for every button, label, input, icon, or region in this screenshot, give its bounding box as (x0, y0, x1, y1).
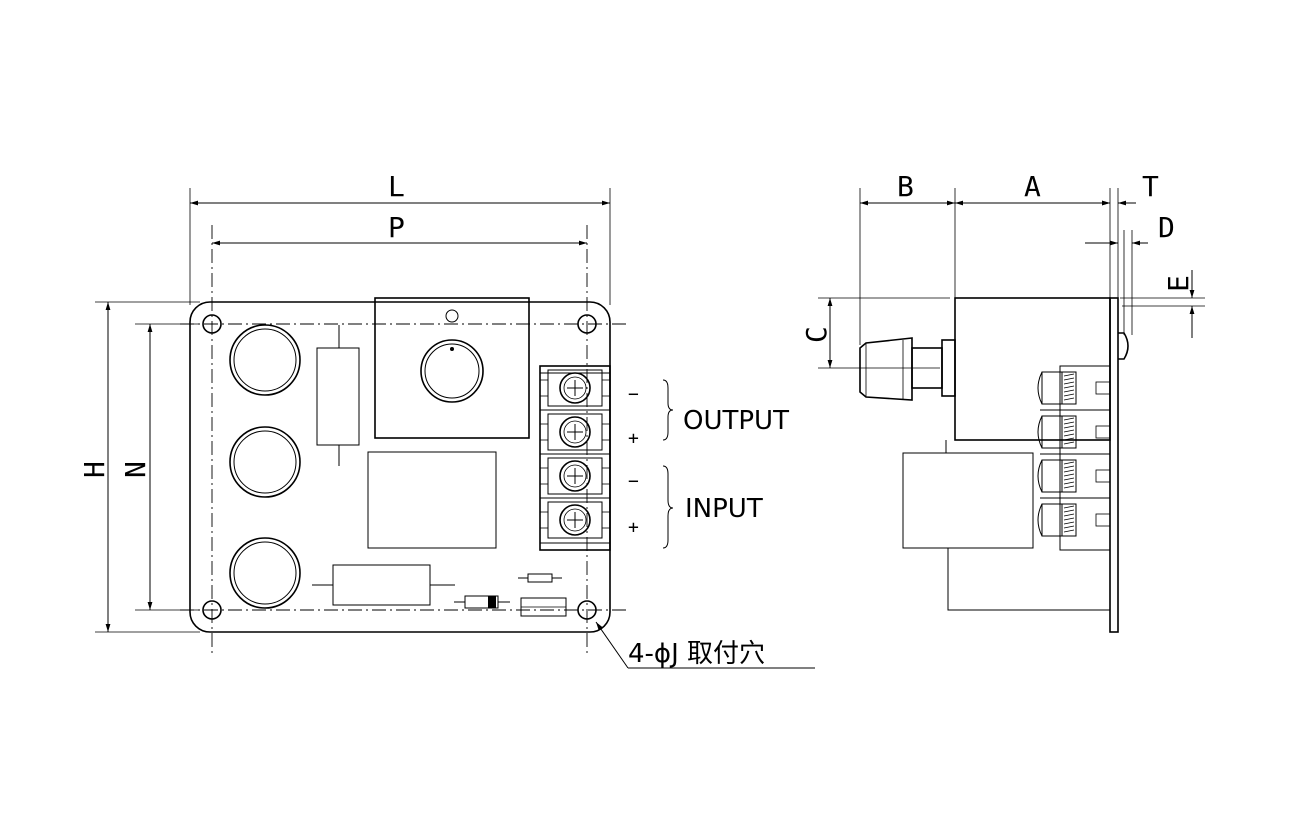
terminal-screw-side (1037, 415, 1111, 449)
dim-label-H: H (78, 461, 111, 478)
base-plate (1109, 297, 1119, 633)
dim-label-N: N (119, 461, 152, 478)
output-brace (662, 379, 674, 441)
resistor-horizontal (312, 564, 455, 606)
component-side (902, 452, 1034, 549)
mounting-hole (202, 600, 222, 620)
mounting-hole-note: 4-ϕJ 取付穴 (628, 639, 765, 669)
input-plus: + (628, 517, 639, 538)
component-block (367, 451, 497, 549)
terminal-screw (540, 369, 610, 407)
dim-label-D: D (1158, 211, 1175, 244)
pot-bushing (941, 339, 956, 397)
terminal-screw (540, 501, 610, 539)
knob-side (859, 337, 913, 401)
potentiometer-knob (420, 339, 484, 403)
diode-small (518, 573, 562, 583)
input-brace (662, 465, 674, 549)
dim-label-L: L (388, 170, 405, 203)
mounting-hole (577, 600, 597, 620)
output-minus: − (628, 384, 639, 405)
capacitor (229, 426, 301, 498)
potentiometer-housing (374, 297, 530, 439)
dim-label-P: P (388, 211, 405, 244)
dim-label-T: T (1142, 170, 1159, 203)
plate-stud (1118, 332, 1129, 360)
terminal-side (1037, 365, 1111, 551)
terminal-screw (540, 457, 610, 495)
mounting-hole (202, 314, 222, 334)
capacitor (229, 537, 301, 609)
small-component (520, 597, 567, 617)
dim-label-A: A (1024, 170, 1041, 203)
dim-label-B: B (897, 170, 914, 203)
capacitor (229, 324, 301, 396)
terminal-screw (540, 413, 610, 451)
output-plus: + (628, 428, 639, 449)
terminal-block (539, 365, 611, 551)
mounting-hole (577, 314, 597, 334)
diode (454, 595, 510, 609)
resistor-vertical (316, 325, 360, 466)
dim-label-C: C (800, 326, 833, 343)
front-view: OUTPUT INPUT − + − + L P H N 4-ϕJ 取付穴 (78, 170, 815, 669)
dim-label-E: E (1162, 275, 1195, 292)
terminal-screw-side (1037, 503, 1111, 537)
input-label: INPUT (685, 494, 763, 524)
input-minus: − (628, 471, 639, 492)
hole-leader (595, 621, 629, 669)
terminal-screw-side (1037, 459, 1111, 493)
terminal-screw-side (1037, 371, 1111, 405)
side-view: B A T D E C (800, 170, 1205, 633)
output-label: OUTPUT (683, 406, 789, 436)
pot-body (954, 297, 1111, 441)
